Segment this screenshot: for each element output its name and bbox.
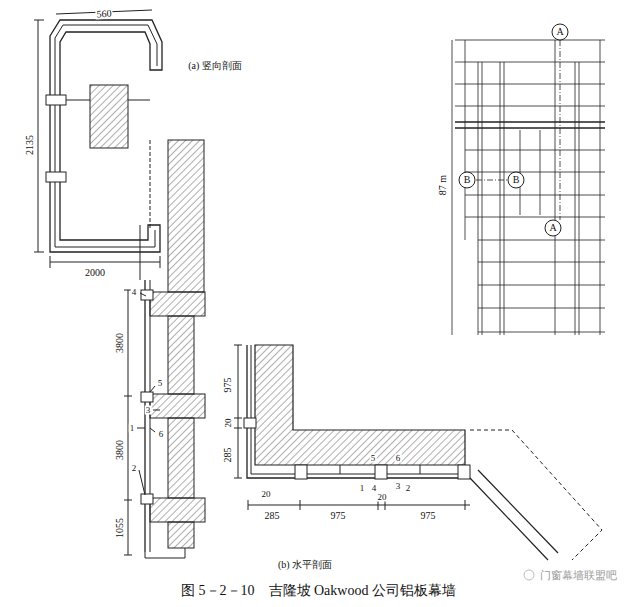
callout-number: 2 — [131, 464, 138, 473]
dimension: 1055 — [115, 517, 125, 539]
callout-number: 1 — [359, 484, 366, 493]
section-marker: A — [548, 223, 557, 233]
dimension: 285 — [264, 511, 281, 521]
dimension: 87 m — [438, 174, 448, 196]
dimension: 3800 — [115, 332, 125, 354]
section-marker: A — [555, 27, 564, 37]
section-marker: B — [512, 175, 521, 185]
dimension: 975 — [330, 511, 347, 521]
callout-number: 2 — [405, 484, 412, 493]
dimension: 20 — [224, 418, 233, 429]
callout-number: 6 — [158, 430, 165, 439]
dimension: 20 — [377, 493, 388, 502]
dimension: 285 — [223, 447, 233, 464]
dimension: 2000 — [84, 268, 106, 278]
callout-number: 5 — [370, 454, 377, 463]
dimension: 560 — [95, 9, 113, 20]
callout-number: 5 — [157, 379, 164, 388]
dimension: 3800 — [115, 439, 125, 461]
callout-number: 3 — [145, 406, 152, 415]
callout-number: 1 — [129, 424, 136, 433]
view-title: (a) 竖向剖面 — [187, 61, 243, 71]
callout-number: 3 — [395, 482, 402, 491]
view-title: (b) 水平剖面 — [277, 560, 333, 570]
dimension: 975 — [223, 377, 233, 394]
dimension: 20 — [261, 490, 272, 499]
watermark: 门窗幕墙联盟吧 — [539, 570, 618, 581]
dimension: 2135 — [25, 134, 35, 156]
figure-caption: 图 5－2－10 吉隆坡 Oakwood 公司铝板幕墙 — [179, 582, 458, 600]
callout-number: 4 — [131, 288, 138, 297]
callout-number: 6 — [395, 454, 402, 463]
section-marker: B — [463, 175, 472, 185]
dimension: 975 — [420, 511, 437, 521]
callout-number: 4 — [371, 484, 378, 493]
